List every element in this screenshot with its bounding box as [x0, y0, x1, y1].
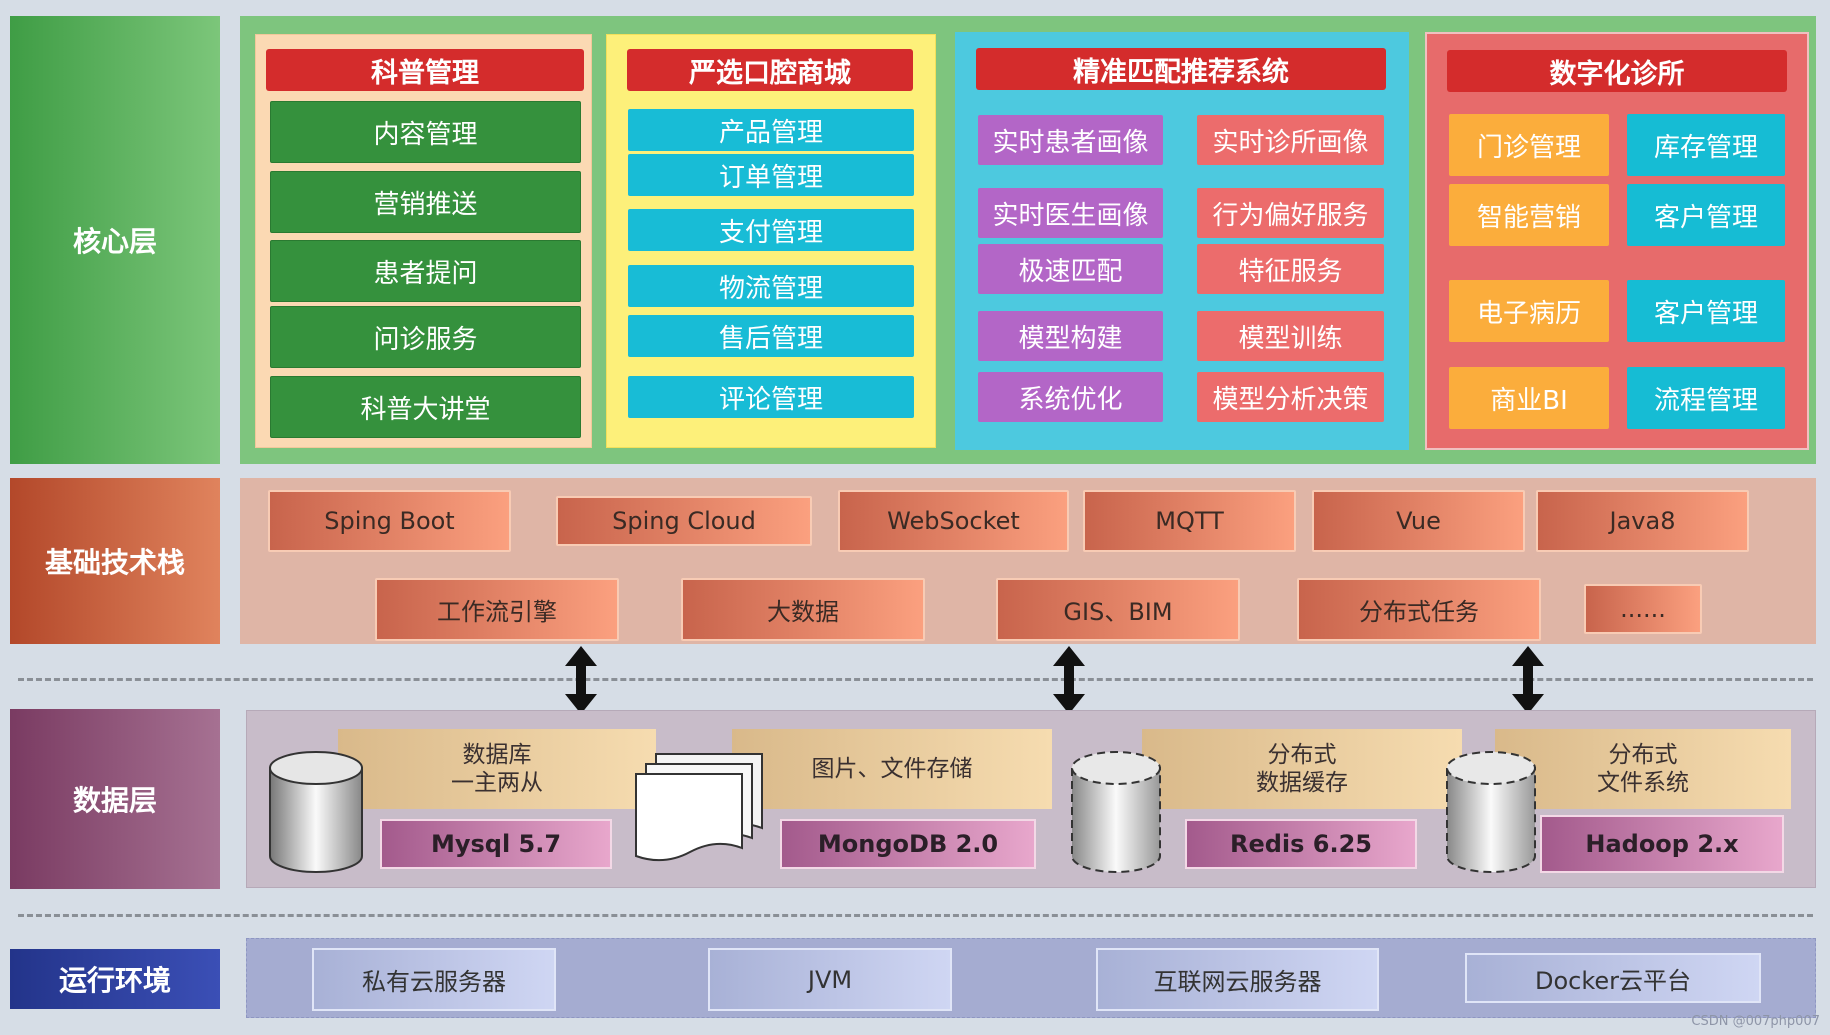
clinic-item-smart-marketing: 智能营销 [1449, 184, 1609, 246]
kepu-item-consult: 问诊服务 [270, 306, 581, 368]
cache-cylinder-icon [1071, 751, 1161, 873]
db-mysql-version: Mysql 5.7 [380, 819, 612, 869]
tech-java8: Java8 [1536, 490, 1749, 552]
shop-item-review: 评论管理 [628, 376, 914, 418]
env-internet-cloud: 互联网云服务器 [1096, 948, 1379, 1011]
core-layer-text: 核心层 [72, 225, 157, 258]
match-item-model-train: 模型训练 [1197, 311, 1384, 361]
tech-distributed-task: 分布式任务 [1297, 578, 1541, 641]
clinic-title: 数字化诊所 [1447, 50, 1787, 92]
tech-layer-label: 基础技术栈 [10, 478, 220, 644]
separator-bottom [18, 914, 1813, 917]
db-mongodb-desc: 图片、文件存储 [732, 729, 1052, 809]
shop-panel: 严选口腔商城 产品管理 订单管理 支付管理 物流管理 售后管理 评论管理 [606, 34, 936, 448]
tech-bigdata: 大数据 [681, 578, 925, 641]
tech-spring-boot: Sping Boot [268, 490, 511, 552]
db-hadoop-desc: 分布式 文件系统 [1495, 729, 1791, 809]
core-layer-label: 核心层 [10, 16, 220, 464]
double-arrow-icon-1 [565, 646, 597, 714]
env-private-cloud: 私有云服务器 [312, 948, 556, 1011]
match-item-doctor-profile: 实时医生画像 [978, 188, 1163, 238]
kepu-item-content: 内容管理 [270, 101, 581, 163]
tech-spring-cloud: Sping Cloud [556, 496, 812, 546]
match-panel: 精准匹配推荐系统 实时患者画像 实时医生画像 极速匹配 模型构建 系统优化 实时… [955, 32, 1409, 450]
match-item-model-build: 模型构建 [978, 311, 1163, 361]
double-arrow-icon-2 [1053, 646, 1085, 714]
documents-stack-icon [635, 753, 763, 862]
kepu-panel: 科普管理 内容管理 营销推送 患者提问 问诊服务 科普大讲堂 [255, 34, 592, 448]
clinic-item-outpatient: 门诊管理 [1449, 114, 1609, 176]
data-layer-text: 数据层 [72, 784, 157, 817]
tech-websocket: WebSocket [838, 490, 1069, 552]
clinic-item-bi: 商业BI [1449, 367, 1609, 429]
kepu-item-lecture: 科普大讲堂 [270, 376, 581, 438]
env-layer-text: 运行环境 [58, 964, 171, 997]
env-layer-label: 运行环境 [10, 949, 220, 1009]
db-hadoop-version: Hadoop 2.x [1540, 815, 1784, 873]
separator-top [18, 678, 1813, 681]
data-layer-label: 数据层 [10, 709, 220, 889]
match-item-preference: 行为偏好服务 [1197, 188, 1384, 238]
clinic-item-emr: 电子病历 [1449, 280, 1609, 342]
db-mysql-desc: 数据库 一主两从 [338, 729, 656, 809]
clinic-item-process: 流程管理 [1627, 367, 1785, 429]
shop-item-product: 产品管理 [628, 109, 914, 151]
tech-vue: Vue [1312, 490, 1525, 552]
kepu-item-questions: 患者提问 [270, 240, 581, 302]
match-item-clinic-profile: 实时诊所画像 [1197, 115, 1384, 165]
clinic-item-customer-2: 客户管理 [1627, 280, 1785, 342]
tech-gis-bim: GIS、BIM [996, 578, 1240, 641]
match-item-sys-optimize: 系统优化 [978, 372, 1163, 422]
tech-workflow: 工作流引擎 [375, 578, 619, 641]
shop-item-payment: 支付管理 [628, 209, 914, 251]
shop-item-logistics: 物流管理 [628, 265, 914, 307]
match-item-model-decision: 模型分析决策 [1197, 372, 1384, 422]
db-redis-version: Redis 6.25 [1185, 819, 1417, 869]
match-item-patient-profile: 实时患者画像 [978, 115, 1163, 165]
kepu-item-marketing: 营销推送 [270, 171, 581, 233]
env-docker: Docker云平台 [1465, 953, 1761, 1003]
env-jvm: JVM [708, 948, 952, 1011]
clinic-item-inventory: 库存管理 [1627, 114, 1785, 176]
shop-item-aftersale: 售后管理 [628, 315, 914, 357]
db-redis-desc: 分布式 数据缓存 [1142, 729, 1462, 809]
match-title: 精准匹配推荐系统 [976, 48, 1386, 90]
filesystem-cylinder-icon [1446, 751, 1536, 873]
watermark: CSDN @007php007 [1691, 1014, 1820, 1029]
match-item-fast-match: 极速匹配 [978, 244, 1163, 294]
tech-layer-text: 基础技术栈 [44, 546, 185, 579]
database-cylinder-icon [269, 751, 363, 873]
shop-title: 严选口腔商城 [627, 49, 913, 91]
tech-more: ...... [1584, 584, 1702, 634]
db-mongodb-version: MongoDB 2.0 [780, 819, 1036, 869]
double-arrow-icon-3 [1512, 646, 1544, 714]
kepu-title: 科普管理 [266, 49, 584, 91]
clinic-item-customer-1: 客户管理 [1627, 184, 1785, 246]
clinic-panel: 数字化诊所 门诊管理 智能营销 电子病历 商业BI 库存管理 客户管理 客户管理… [1425, 32, 1809, 450]
match-item-feature: 特征服务 [1197, 244, 1384, 294]
shop-item-order: 订单管理 [628, 154, 914, 196]
tech-mqtt: MQTT [1083, 490, 1296, 552]
